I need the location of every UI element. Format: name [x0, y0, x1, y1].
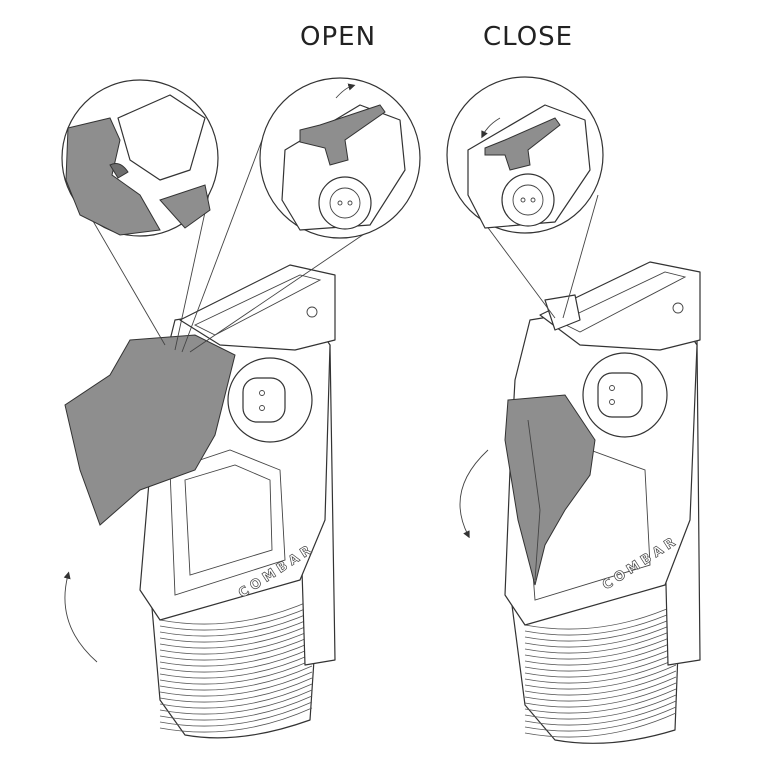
grip-ridge — [159, 647, 313, 673]
close-latch-tab — [484, 117, 561, 171]
open-detail-callouts — [61, 77, 421, 353]
grip-ridge — [159, 617, 313, 643]
grip-ridge — [524, 670, 677, 696]
grip-ridge — [159, 623, 313, 649]
open-top-rail — [179, 264, 336, 351]
close-detail-callouts — [446, 76, 604, 319]
open-assembly: COMBAR — [63, 264, 336, 739]
grip-ridge — [524, 712, 677, 738]
grip-ridge — [524, 694, 677, 720]
close-label: CLOSE — [483, 22, 574, 52]
open-label: OPEN — [300, 22, 377, 52]
grip-ridge — [159, 659, 313, 685]
grip-ridge — [159, 599, 313, 625]
grip-ridge — [159, 665, 313, 691]
grip-ridge — [524, 604, 677, 630]
open-lever — [64, 334, 236, 526]
grip-ridge — [524, 664, 677, 690]
grip-ridge — [524, 616, 677, 642]
grip-ridge — [159, 635, 313, 661]
open-rotate-arrow-icon — [63, 571, 98, 663]
close-lever — [504, 394, 596, 586]
grip-ridge — [524, 640, 677, 666]
grip-ridge — [524, 706, 677, 732]
grip-ridge — [524, 658, 677, 684]
grip-ridge — [159, 707, 313, 733]
grip-ridge — [159, 671, 313, 697]
grip-ridge — [524, 634, 677, 660]
grip-ridge — [159, 695, 313, 721]
grip-ridge — [159, 683, 313, 709]
close-latch-arrow-icon — [481, 117, 501, 139]
grip-ridge — [524, 628, 677, 654]
grip-ridge — [159, 641, 313, 667]
close-top-rail — [539, 261, 701, 351]
grip-ridge — [524, 622, 677, 648]
grip-ridge — [159, 605, 313, 631]
grip-ridge — [524, 646, 677, 672]
grip-ridge — [159, 653, 313, 679]
grip-ridge — [159, 689, 313, 715]
grip-ridge — [159, 611, 313, 637]
close-rotate-arrow-icon — [459, 449, 489, 539]
grip-ridge — [159, 677, 313, 703]
grip-ridge — [524, 682, 677, 708]
grip-ridge — [524, 700, 677, 726]
grip-ridge — [524, 652, 677, 678]
open-latch-tab — [299, 104, 386, 166]
grip-ridge — [524, 676, 677, 702]
grip-ridge — [524, 688, 677, 714]
grip-ridge — [159, 629, 313, 655]
grip-ridge — [524, 610, 677, 636]
grip-ridge — [159, 701, 313, 727]
close-assembly: COMBAR — [459, 261, 701, 744]
open-latch-arrow-icon — [335, 83, 356, 99]
close-latch — [544, 294, 581, 331]
